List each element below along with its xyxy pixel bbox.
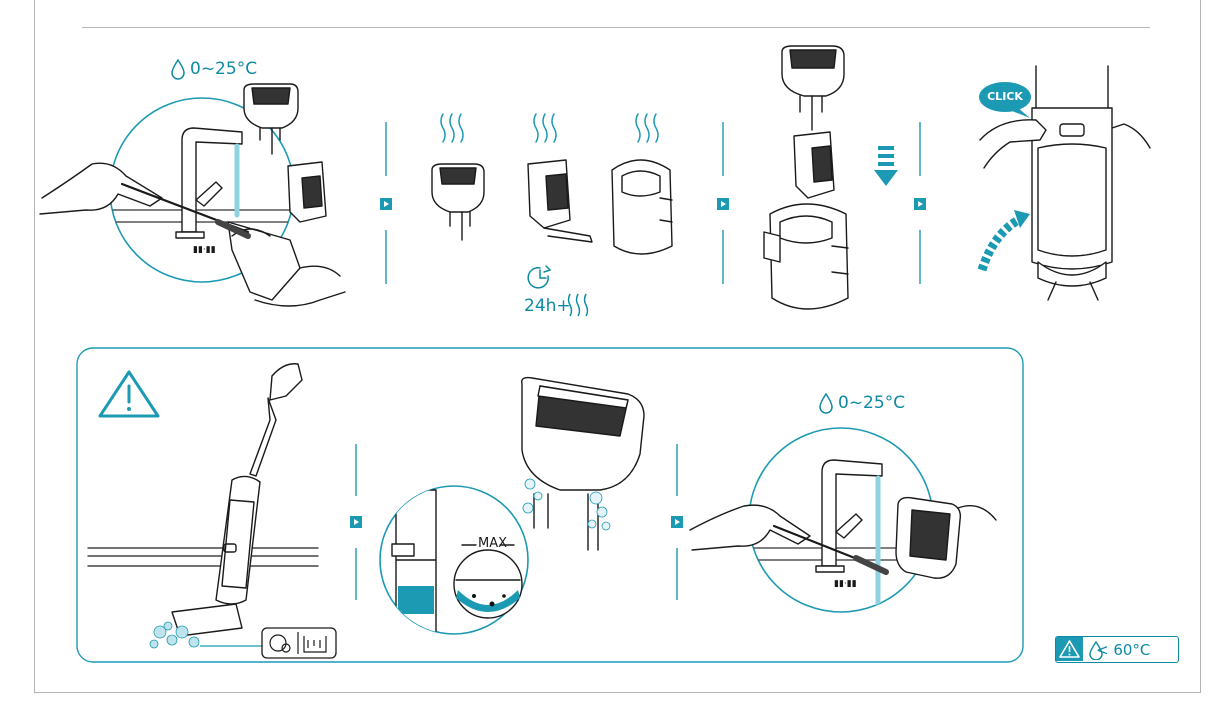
top-divider: [82, 27, 1150, 28]
manual-frame: [34, 0, 1201, 693]
warning-badge-icon: [1056, 637, 1083, 661]
rinse-water-temperature: 0~25°C: [838, 393, 906, 413]
timer-icon: [527, 265, 552, 289]
click-label: CLICK: [987, 90, 1023, 103]
rinse-filter-scene: ▮▮·▮▮: [689, 427, 997, 613]
max-level-label: MAX: [478, 536, 508, 551]
step1-rinse-scene: ▮▮·▮▮: [39, 83, 346, 307]
drying-duration: 24h+: [524, 296, 571, 316]
tank-water-fill: [398, 586, 434, 614]
svg-text:▮▮·▮▮: ▮▮·▮▮: [193, 245, 216, 255]
foam-bubbles: [522, 478, 611, 531]
arrow-right-icon: [350, 516, 362, 528]
arrow-right-icon: [717, 198, 729, 210]
arrow-right-icon: [914, 198, 926, 210]
arrow-right-icon: [380, 198, 392, 210]
svg-text:▮▮·▮▮: ▮▮·▮▮: [834, 579, 857, 589]
heat-waves-icon: [635, 113, 659, 143]
heat-waves-icon: [440, 113, 464, 143]
vacuum-cleaner-illustration: [87, 363, 319, 637]
water-drop-icon: [819, 392, 833, 414]
water-drop-icon: [171, 58, 185, 80]
filter-unit-illustration: [521, 376, 645, 551]
step4-insert-scene: [979, 65, 1151, 301]
heat-waves-icon: [533, 113, 557, 143]
down-arrow-icon: [874, 146, 898, 186]
water-drop-icon: [1089, 640, 1103, 660]
tank-max-level-detail: [379, 485, 529, 635]
curved-arrow-icon: [977, 210, 1030, 272]
step2-drying-scene: [431, 113, 673, 255]
step1-water-temperature: 0~25°C: [190, 59, 258, 79]
foam-bubbles: [149, 621, 200, 649]
temperature-limit-text: < 60°C: [1096, 641, 1151, 659]
warning-triangle-icon: [98, 370, 160, 418]
arrow-right-icon: [671, 516, 683, 528]
step3-assemble-scene: [763, 45, 849, 310]
warning-panel: [76, 347, 1024, 663]
heat-waves-icon: [567, 293, 589, 317]
click-bubble: [979, 82, 1031, 118]
temperature-limit-badge: [1055, 636, 1179, 663]
bubble-detail-icon: [261, 627, 337, 659]
